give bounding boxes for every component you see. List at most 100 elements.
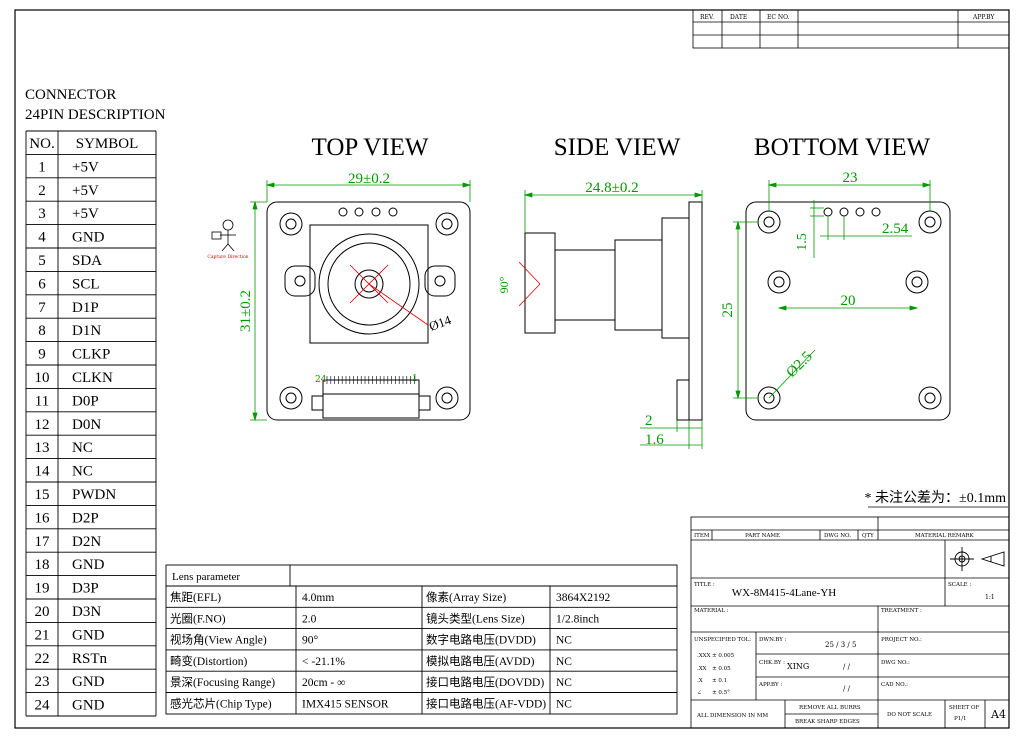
lens-cell-k2: 接口电路电压(DOVDD) [426,675,544,689]
pin-number: 12 [35,417,50,433]
lens-cell-v2: 3864X2192 [556,592,611,604]
tb-unspecified: UNSPECIFIED TOL: [694,637,751,643]
pin-symbol: GND [72,557,105,573]
fpc-pins [326,376,415,384]
lens-cell-v1: IMX415 SENSOR [302,699,389,711]
pin-symbol: CLKP [72,347,110,363]
sheet-border [14,9,1010,729]
tb-dwg-no-label: DWG NO.: [881,660,910,666]
tb-tol-xx: .XX [697,666,707,672]
tb-chk-date: / / [843,663,851,671]
capture-direction-icon [211,219,236,252]
tb-app-by: APP.BY : [758,682,782,688]
pin-number: 24 [35,698,51,714]
lens-cell-k2: 模拟电路电压(AVDD) [426,654,535,668]
tb-item: ITEM [694,533,710,539]
pin-number: 8 [38,323,46,339]
lens-cell-k2: 像素(Array Size) [426,591,506,604]
tolerance-note: * 未注公差为：±0.1mm [865,490,1007,506]
tb-project-no: PROJECT NO.: [881,637,922,643]
tb-app-date: / / [843,685,851,693]
lens-cell-k1: 畸变(Distortion) [170,654,247,668]
tb-treatment-label: TREATMENT : [881,608,922,614]
lens-cell-k2: 镜头类型(Lens Size) [426,611,525,625]
tb-part-name: PART NAME [745,533,780,539]
side-dim-2: 2 [645,413,653,429]
pin-symbol: GND [72,698,105,714]
lens-cell-k1: 光圈(F.NO) [170,611,226,625]
lens-cell-k1: 焦距(EFL) [170,591,221,604]
pin-symbol: D2N [72,534,101,550]
pin-number: 21 [35,627,50,643]
pin-symbol: GND [72,674,105,690]
pin-symbol: +5V [72,159,99,175]
lens-diameter-label: Ø14 [427,312,454,334]
tb-all-dim: ALL DIMENSION IN MM [696,713,768,719]
tb-scale-label: SCALE : [948,582,971,588]
side-width-dim: 24.8±0.2 [585,180,638,196]
pin-symbol: GND [72,230,105,246]
pin-symbol: NC [72,440,93,456]
top-pcb-outline [266,201,471,421]
top-view [266,201,471,421]
tb-dwn-date: 25 / 3 / 5 [825,641,856,649]
ec-no-label: EC NO. [767,14,790,21]
pin-symbol: CLKN [72,370,113,386]
bottom-dim-15: 1.5 [795,233,810,251]
pin-number: 16 [35,510,51,526]
lens-cell-k2: 数字电路电压(DVDD) [426,633,536,647]
tb-break-edges: BREAK SHARP EDGES [795,719,860,725]
bottom-hole-dim: Ø2.5 [784,349,816,381]
date-label: DATE [730,14,747,21]
pin-number: 15 [35,487,50,503]
pin-number: 13 [35,440,50,456]
connector-title-2: 24PIN DESCRIPTION [25,107,166,123]
lens-cell-v2: NC [556,656,572,668]
pin-table [25,130,157,717]
pin-number: 7 [38,300,46,316]
side-view-title: SIDE VIEW [554,134,681,161]
lens-cell-v1: 2.0 [302,613,317,625]
tb-material-label: MATERIAL : [694,608,729,614]
tb-tol-ang: ∠ [697,690,702,696]
tb-tol-x: .X [697,678,703,684]
pin-symbol: D2P [72,510,99,526]
pin-number: 2 [38,183,46,199]
tb-dwg-no: DWG NO. [824,533,851,539]
side-angle-label: 90° [497,276,511,293]
tb-tol-xx-v: ± 0.05 [712,666,731,672]
lens-cell-v1: 90° [302,635,319,647]
pin-symbol: D1P [72,300,99,316]
pin-number: 14 [35,464,51,480]
lens-centerlines [349,264,429,326]
pin-symbol: D3P [72,581,99,597]
pin-col-symbol: SYMBOL [76,136,139,152]
pin-symbol: +5V [72,183,99,199]
pin-number: 1 [38,159,46,175]
side-dimension-lines [523,190,704,449]
tb-title-value: WX-8M415-4Lane-YH [732,587,837,599]
tb-chk-by: CHK.BY : [759,660,785,666]
side-view [524,201,703,421]
tb-title-label: TITLE : [694,582,715,588]
top-height-dim: 31±0.2 [238,290,254,332]
bottom-view [745,201,951,421]
pin1-label: 1 [412,374,418,384]
bottom-dim-20: 20 [841,293,856,309]
lens-cell-k1: 景深(Focusing Range) [170,675,275,689]
bottom-view-title: BOTTOM VIEW [754,134,931,161]
lens-parameter-title: Lens parameter [172,571,240,583]
tb-tol-ang-v: ± 0.5° [712,690,730,696]
pin-symbol: D3N [72,604,101,620]
pin-symbol: GND [72,627,105,643]
pin-number: 4 [38,230,46,246]
tb-sheet-of: SHEET OF [949,705,980,711]
pin24-label: 24 [315,375,327,385]
tb-material-remark: MATERIAL REMARK [915,533,975,539]
pin-col-no: NO. [29,136,54,152]
lens-cell-v1: < -21.1% [302,656,345,668]
pin-number: 5 [38,253,46,269]
